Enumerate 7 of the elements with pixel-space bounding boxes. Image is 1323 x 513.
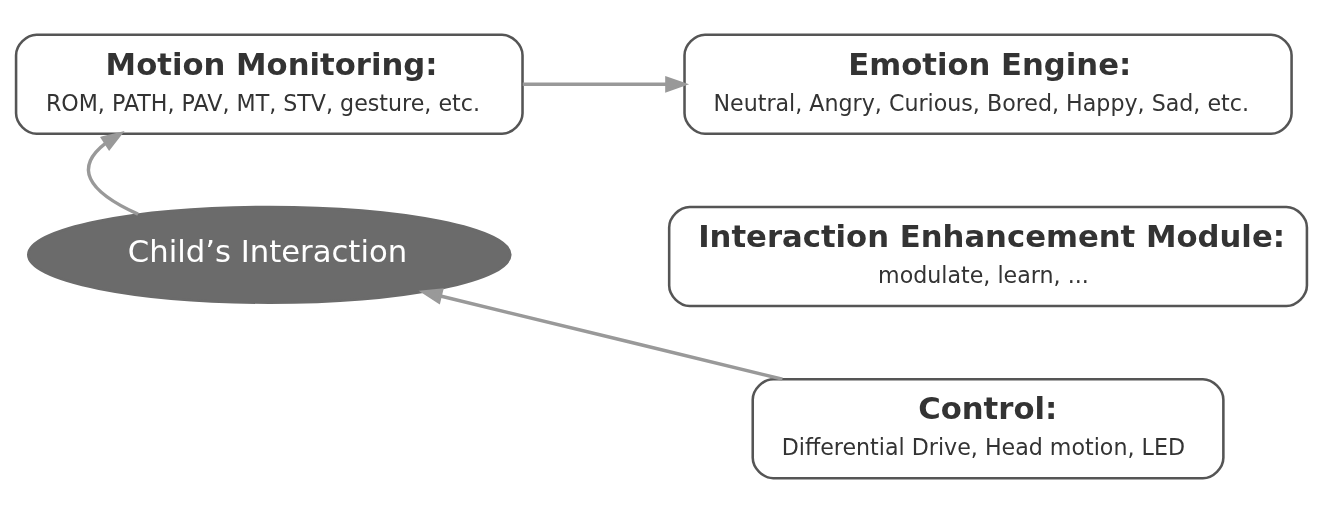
arrow: [522, 75, 690, 93]
node-box: Emotion Engine: Neutral, Angry, Curious, Bored, Happy, Sad, etc.: [683, 33, 1293, 135]
node-box: Control: Differential Drive, Head motion, LED: [751, 378, 1225, 480]
node-box: Interaction Enhancement Module: modulate, learn, ...: [667, 205, 1309, 308]
arrow: [86, 130, 139, 216]
arrow: [418, 288, 783, 381]
node-box: Motion Monitoring: ROM, PATH, PAV, MT, STV, gesture, etc.: [14, 33, 524, 135]
